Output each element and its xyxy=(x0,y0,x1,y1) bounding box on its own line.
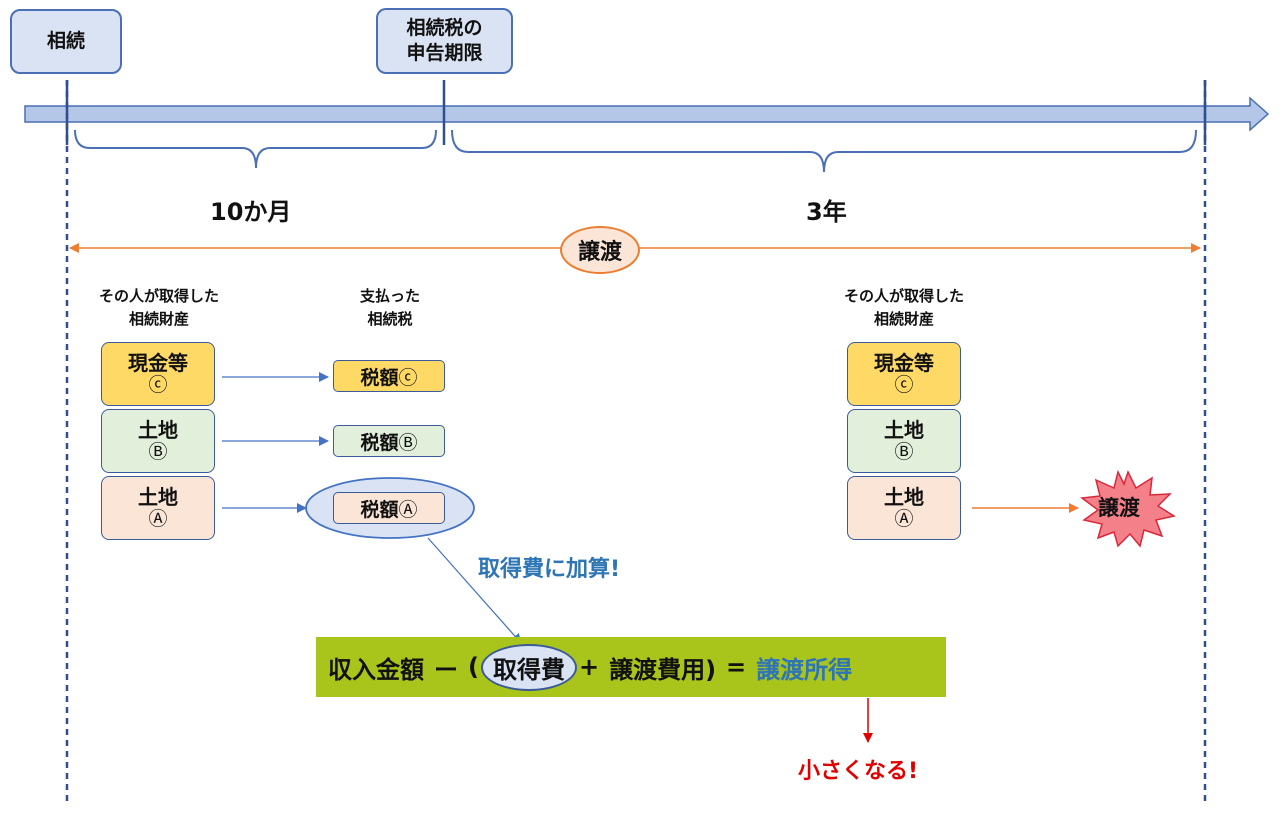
period-3-years: 3年 xyxy=(806,198,847,226)
left-caption: その人が取得した 相続財産 xyxy=(75,285,243,332)
right-asset-land-b: 土地 Ⓑ xyxy=(847,409,961,473)
timeline-arrow xyxy=(24,96,1270,132)
left-caption-line2: 相続財産 xyxy=(128,310,189,329)
filing-deadline-line2: 申告期限 xyxy=(406,42,483,64)
tax-box-c-symbol: ⓒ xyxy=(398,366,418,389)
period-10-months: 10か月 xyxy=(210,198,292,226)
smaller-note: 小さくなる! xyxy=(798,759,919,784)
transfer-burst xyxy=(1080,469,1176,548)
inheritance-start-label: 相続 xyxy=(10,9,122,74)
right-asset-cash-symbol: ⓒ xyxy=(894,373,914,396)
formula-open-paren: ( xyxy=(468,653,479,681)
add-to-cost-note: 取得費に加算! xyxy=(478,557,621,582)
right-caption: その人が取得した 相続財産 xyxy=(820,285,988,332)
brace-10-months xyxy=(74,129,437,169)
formula-acquisition-cost: 取得費 xyxy=(480,643,577,691)
middle-caption-line1: 支払った xyxy=(359,287,420,305)
middle-caption-line2: 相続税 xyxy=(367,310,413,329)
right-asset-land-b-symbol: Ⓑ xyxy=(894,440,914,463)
tax-box-a-symbol: Ⓐ xyxy=(398,498,418,521)
right-asset-land-b-name: 土地 xyxy=(884,417,924,442)
right-asset-cash-name: 現金等 xyxy=(874,350,934,375)
burst-label: 譲渡 xyxy=(1098,496,1140,520)
arrow-to-cost xyxy=(427,537,522,644)
left-asset-cash: 現金等 ⓒ xyxy=(101,342,215,406)
transfer-period-label: 譲渡 xyxy=(560,226,640,274)
transfer-period-text: 譲渡 xyxy=(577,240,622,265)
right-caption-line1: その人が取得した xyxy=(843,287,964,305)
left-asset-land-b: 土地 Ⓑ xyxy=(101,409,215,473)
tax-box-b-label: 税額 xyxy=(360,431,399,454)
right-caption-line2: 相続財産 xyxy=(873,310,934,329)
left-asset-land-a-symbol: Ⓐ xyxy=(148,507,168,530)
tax-box-c-label: 税額 xyxy=(360,366,399,389)
formula-minus: ー xyxy=(434,655,458,684)
middle-caption: 支払った 相続税 xyxy=(330,285,450,332)
left-asset-cash-name: 現金等 xyxy=(128,350,188,375)
formula-equals: = xyxy=(726,653,747,681)
formula-plus: + xyxy=(578,653,600,681)
right-asset-land-a-symbol: Ⓐ xyxy=(894,507,914,530)
tax-box-b-symbol: Ⓑ xyxy=(398,431,418,454)
right-asset-land-a: 土地 Ⓐ xyxy=(847,476,961,540)
left-asset-cash-symbol: ⓒ xyxy=(148,373,168,396)
right-asset-land-a-name: 土地 xyxy=(884,484,924,509)
left-asset-land-a-name: 土地 xyxy=(138,484,178,509)
formula-transfer-expenses: 譲渡費用) xyxy=(609,655,717,684)
filing-deadline-line1: 相続税の xyxy=(406,17,483,40)
formula-revenue: 収入金額 xyxy=(328,655,424,684)
brace-3-years xyxy=(451,129,1197,173)
left-asset-land-b-name: 土地 xyxy=(138,417,178,442)
left-asset-land-a: 土地 Ⓐ xyxy=(101,476,215,540)
formula-bar: 収入金額 ー ( 取得費 + 譲渡費用) = 譲渡所得 xyxy=(316,637,946,697)
formula-transfer-income: 譲渡所得 xyxy=(756,655,853,684)
filing-deadline-label: 相続税の 申告期限 xyxy=(376,8,513,74)
left-asset-land-b-symbol: Ⓑ xyxy=(148,440,168,463)
left-caption-line1: その人が取得した xyxy=(98,287,219,305)
tax-box-a-label: 税額 xyxy=(360,498,399,521)
inheritance-start-text: 相続 xyxy=(46,30,85,53)
right-asset-cash: 現金等 ⓒ xyxy=(847,342,961,406)
